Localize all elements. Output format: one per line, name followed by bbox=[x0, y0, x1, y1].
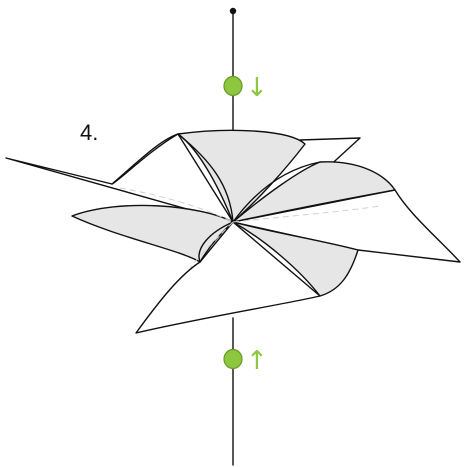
bottom-bead-marker: ↑ bbox=[223, 346, 268, 376]
arrow-down-icon: ↓ bbox=[246, 73, 268, 103]
blade-cone-front-right-edge bbox=[198, 221, 234, 263]
blade-cone-right-crease bbox=[232, 161, 321, 223]
blade-cone-front-right bbox=[232, 221, 359, 297]
stick-top-end-dot bbox=[229, 7, 237, 15]
top-bead-marker: ↓ bbox=[223, 73, 268, 103]
blade-flap-right bbox=[232, 189, 461, 263]
arrow-up-icon: ↑ bbox=[246, 346, 268, 376]
blade-cone-right bbox=[232, 161, 396, 223]
blade-cone-back-crease bbox=[177, 133, 234, 223]
hidden-fold-line-left bbox=[119, 187, 234, 223]
blade-flap-front bbox=[135, 221, 321, 334]
bottom-bead bbox=[223, 348, 243, 370]
step-number-label: 4. bbox=[80, 120, 98, 145]
blade-cone-back-edge bbox=[111, 133, 179, 185]
hidden-fold-line-right bbox=[232, 205, 381, 223]
blade-cone-left bbox=[71, 204, 234, 263]
top-bead bbox=[223, 75, 243, 97]
pinwheel bbox=[5, 129, 461, 334]
hidden-fold-line-front bbox=[189, 221, 234, 269]
